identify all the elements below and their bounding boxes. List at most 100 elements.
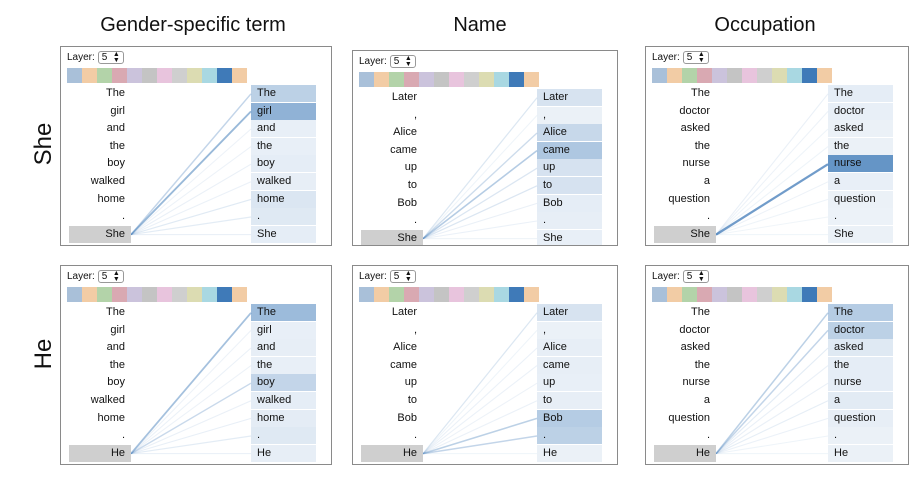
head-swatch[interactable] (667, 68, 682, 83)
head-swatch[interactable] (157, 287, 172, 302)
right-token[interactable]: . (251, 208, 316, 226)
head-swatch[interactable] (97, 68, 112, 83)
head-swatch[interactable] (67, 68, 82, 83)
left-token[interactable]: She (361, 229, 423, 245)
right-token[interactable]: . (251, 427, 316, 445)
right-token[interactable]: the (828, 356, 893, 374)
head-swatch[interactable] (817, 68, 832, 83)
head-swatch[interactable] (494, 72, 509, 87)
left-token[interactable]: question (668, 192, 710, 205)
head-swatch[interactable] (524, 287, 539, 302)
right-token[interactable]: doctor (828, 321, 893, 339)
left-token[interactable]: . (413, 429, 417, 442)
head-swatch[interactable] (112, 287, 127, 302)
head-swatch[interactable] (82, 68, 97, 83)
right-token[interactable]: came (537, 356, 602, 374)
left-token[interactable]: . (121, 429, 125, 442)
head-swatch[interactable] (817, 287, 832, 302)
head-swatch[interactable] (217, 68, 232, 83)
head-swatch[interactable] (787, 68, 802, 83)
head-swatch[interactable] (494, 287, 509, 302)
head-swatch[interactable] (374, 72, 389, 87)
right-token[interactable]: up (537, 159, 602, 177)
right-token[interactable]: and (251, 339, 316, 357)
right-token[interactable]: Bob (537, 409, 602, 427)
right-token[interactable]: He (251, 444, 316, 462)
head-swatch[interactable] (202, 68, 217, 83)
head-swatch[interactable] (434, 287, 449, 302)
head-swatch[interactable] (757, 68, 772, 83)
left-token[interactable]: , (413, 108, 417, 121)
right-token[interactable]: up (537, 374, 602, 392)
right-token[interactable]: boy (251, 155, 316, 173)
left-token[interactable]: and (106, 341, 125, 354)
head-swatch[interactable] (449, 72, 464, 87)
left-token[interactable]: and (106, 122, 125, 135)
left-token[interactable]: The (691, 87, 710, 99)
head-swatch[interactable] (682, 287, 697, 302)
right-token[interactable]: Later (537, 89, 602, 106)
head-swatch[interactable] (509, 287, 524, 302)
left-token[interactable]: Alice (393, 341, 417, 354)
left-token[interactable]: He (654, 444, 716, 462)
right-token[interactable]: walked (251, 173, 316, 190)
right-token[interactable]: girl (251, 102, 316, 120)
head-swatch[interactable] (374, 287, 389, 302)
right-token[interactable]: girl (251, 321, 316, 339)
left-token[interactable]: the (694, 139, 710, 152)
right-token[interactable]: to (537, 392, 602, 409)
left-token[interactable]: The (106, 306, 125, 318)
right-token[interactable]: , (537, 321, 602, 339)
left-token[interactable]: Alice (393, 126, 417, 139)
left-token[interactable]: Bob (397, 411, 417, 424)
head-swatch[interactable] (419, 72, 434, 87)
head-swatch[interactable] (802, 287, 817, 302)
left-token[interactable]: up (404, 161, 417, 174)
left-token[interactable]: She (69, 225, 131, 243)
head-swatch[interactable] (667, 287, 682, 302)
right-token[interactable]: Bob (537, 194, 602, 212)
right-token[interactable]: question (828, 190, 893, 208)
head-swatch[interactable] (464, 72, 479, 87)
head-swatch[interactable] (172, 68, 187, 83)
right-token[interactable]: . (537, 427, 602, 445)
head-swatch[interactable] (127, 68, 142, 83)
head-swatch[interactable] (449, 287, 464, 302)
left-token[interactable]: Bob (397, 196, 417, 209)
left-token[interactable]: asked (680, 341, 710, 354)
right-token[interactable]: the (828, 137, 893, 155)
right-token[interactable]: . (537, 212, 602, 230)
left-token[interactable]: Later (391, 306, 417, 318)
right-token[interactable]: The (828, 304, 893, 321)
left-token[interactable]: home (97, 192, 125, 205)
right-token[interactable]: nurse (828, 374, 893, 392)
left-token[interactable]: She (654, 225, 716, 243)
right-token[interactable]: a (828, 173, 893, 190)
head-swatch[interactable] (524, 72, 539, 87)
right-token[interactable]: the (251, 137, 316, 155)
left-token[interactable]: question (668, 411, 710, 424)
head-swatch[interactable] (232, 68, 247, 83)
right-token[interactable]: the (251, 356, 316, 374)
head-swatch[interactable] (404, 287, 419, 302)
right-token[interactable]: She (828, 225, 893, 243)
head-swatch[interactable] (97, 287, 112, 302)
right-token[interactable]: doctor (828, 102, 893, 120)
right-token[interactable]: He (828, 444, 893, 462)
head-swatch[interactable] (742, 287, 757, 302)
layer-select[interactable]: 5▲▼ (97, 51, 124, 64)
left-token[interactable]: the (109, 358, 125, 371)
left-token[interactable]: girl (110, 323, 125, 336)
head-swatch[interactable] (712, 287, 727, 302)
right-token[interactable]: She (537, 229, 602, 245)
left-token[interactable]: to (407, 179, 417, 191)
head-swatch[interactable] (112, 68, 127, 83)
left-token[interactable]: . (121, 210, 125, 223)
head-swatch[interactable] (727, 68, 742, 83)
head-swatch[interactable] (682, 68, 697, 83)
right-token[interactable]: . (828, 208, 893, 226)
left-token[interactable]: girl (110, 104, 125, 117)
right-token[interactable]: He (537, 444, 602, 462)
left-token[interactable]: walked (90, 175, 125, 187)
right-token[interactable]: Alice (537, 124, 602, 142)
